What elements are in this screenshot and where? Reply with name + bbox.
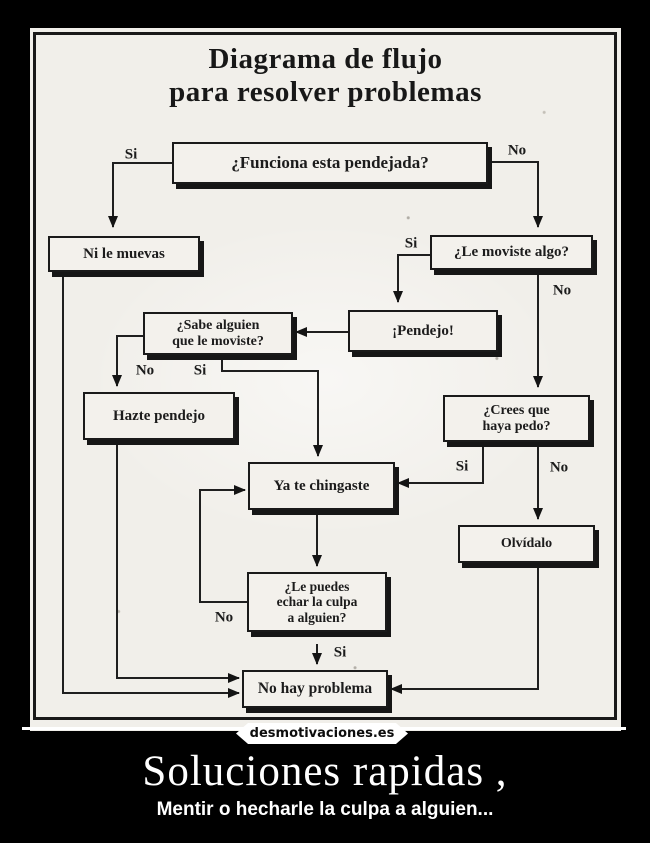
edge-label-funciona-no: No — [507, 142, 527, 159]
node-no-hay-problema-label: No hay problema — [257, 680, 373, 698]
node-ni-le-muevas-label: Ni le muevas — [83, 245, 165, 262]
watermark-ribbon: desmotivaciones.es — [236, 723, 408, 744]
edge-label-sabe-no: No — [135, 362, 155, 379]
edge-funciona-no — [488, 161, 543, 228]
node-le-moviste-label: ¿Le moviste algo? — [454, 244, 569, 261]
node-pendejo: ¡Pendejo! — [348, 310, 498, 352]
watermark-text: desmotivaciones.es — [249, 726, 395, 741]
node-funciona-esta-pendejada: ¿Funciona esta pendejada? — [172, 142, 488, 184]
node-sabe-alguien-label: ¿Sabe alguien que le moviste? — [172, 317, 264, 349]
edge-label-puedes-si: Si — [333, 644, 347, 661]
edge-label-funciona-si: Si — [124, 146, 138, 163]
node-ya-te-chingaste: Ya te chingaste — [248, 462, 395, 510]
edge-nimuevas-nohay — [62, 272, 240, 698]
edge-hazte-nohay — [116, 444, 240, 683]
node-hazte-pendejo: Hazte pendejo — [83, 392, 235, 440]
edge-crees-si — [397, 447, 484, 488]
edge-label-puedes-no: No — [214, 609, 234, 626]
node-sabe-alguien: ¿Sabe alguien que le moviste? — [143, 312, 293, 355]
node-le-puedes-label: ¿Le puedes echar la culpa a alguien? — [276, 579, 358, 625]
edge-funciona-si — [108, 162, 172, 228]
edge-sabe-no — [112, 335, 143, 387]
edge-label-sabe-si: Si — [193, 362, 207, 379]
flowchart-connectors — [62, 161, 543, 698]
edge-moviste-si — [393, 254, 430, 303]
edge-puedes-no-loop — [199, 485, 247, 603]
edge-sabe-si — [221, 355, 323, 457]
node-le-moviste-algo: ¿Le moviste algo? — [430, 235, 593, 270]
edge-label-moviste-no: No — [552, 282, 572, 299]
caption-subtitle: Mentir o hecharle la culpa a alguien... — [156, 799, 494, 820]
caption-title: Soluciones rapidas , — [142, 748, 508, 795]
node-hazte-pendejo-label: Hazte pendejo — [112, 407, 206, 424]
node-crees-label: ¿Crees que haya pedo? — [482, 402, 551, 434]
flowchart-title: Diagrama de flujo para resolver problema… — [30, 43, 621, 109]
edge-olvidalo-nohay — [390, 568, 539, 694]
flowchart-title-line2: para resolver problemas — [169, 76, 482, 108]
node-chingaste-label: Ya te chingaste — [273, 477, 370, 494]
node-no-hay-problema: No hay problema — [242, 670, 388, 708]
node-crees-haya-pedo: ¿Crees que haya pedo? — [443, 395, 590, 442]
scanned-flowchart-photo: Diagrama de flujo para resolver problema… — [30, 28, 621, 731]
flowchart-frame-border — [33, 32, 617, 720]
node-ni-le-muevas: Ni le muevas — [48, 236, 200, 272]
edge-label-crees-si: Si — [455, 458, 469, 475]
edge-label-crees-no: No — [549, 459, 569, 476]
node-funciona-label: ¿Funciona esta pendejada? — [231, 153, 429, 173]
node-le-puedes-echar-culpa: ¿Le puedes echar la culpa a alguien? — [247, 572, 387, 632]
node-olvidalo-label: Olvídalo — [500, 536, 553, 552]
flowchart-title-line1: Diagrama de flujo — [208, 43, 443, 75]
node-pendejo-label: ¡Pendejo! — [392, 322, 454, 339]
edge-label-moviste-si: Si — [404, 235, 418, 252]
node-olvidalo: Olvídalo — [458, 525, 595, 563]
